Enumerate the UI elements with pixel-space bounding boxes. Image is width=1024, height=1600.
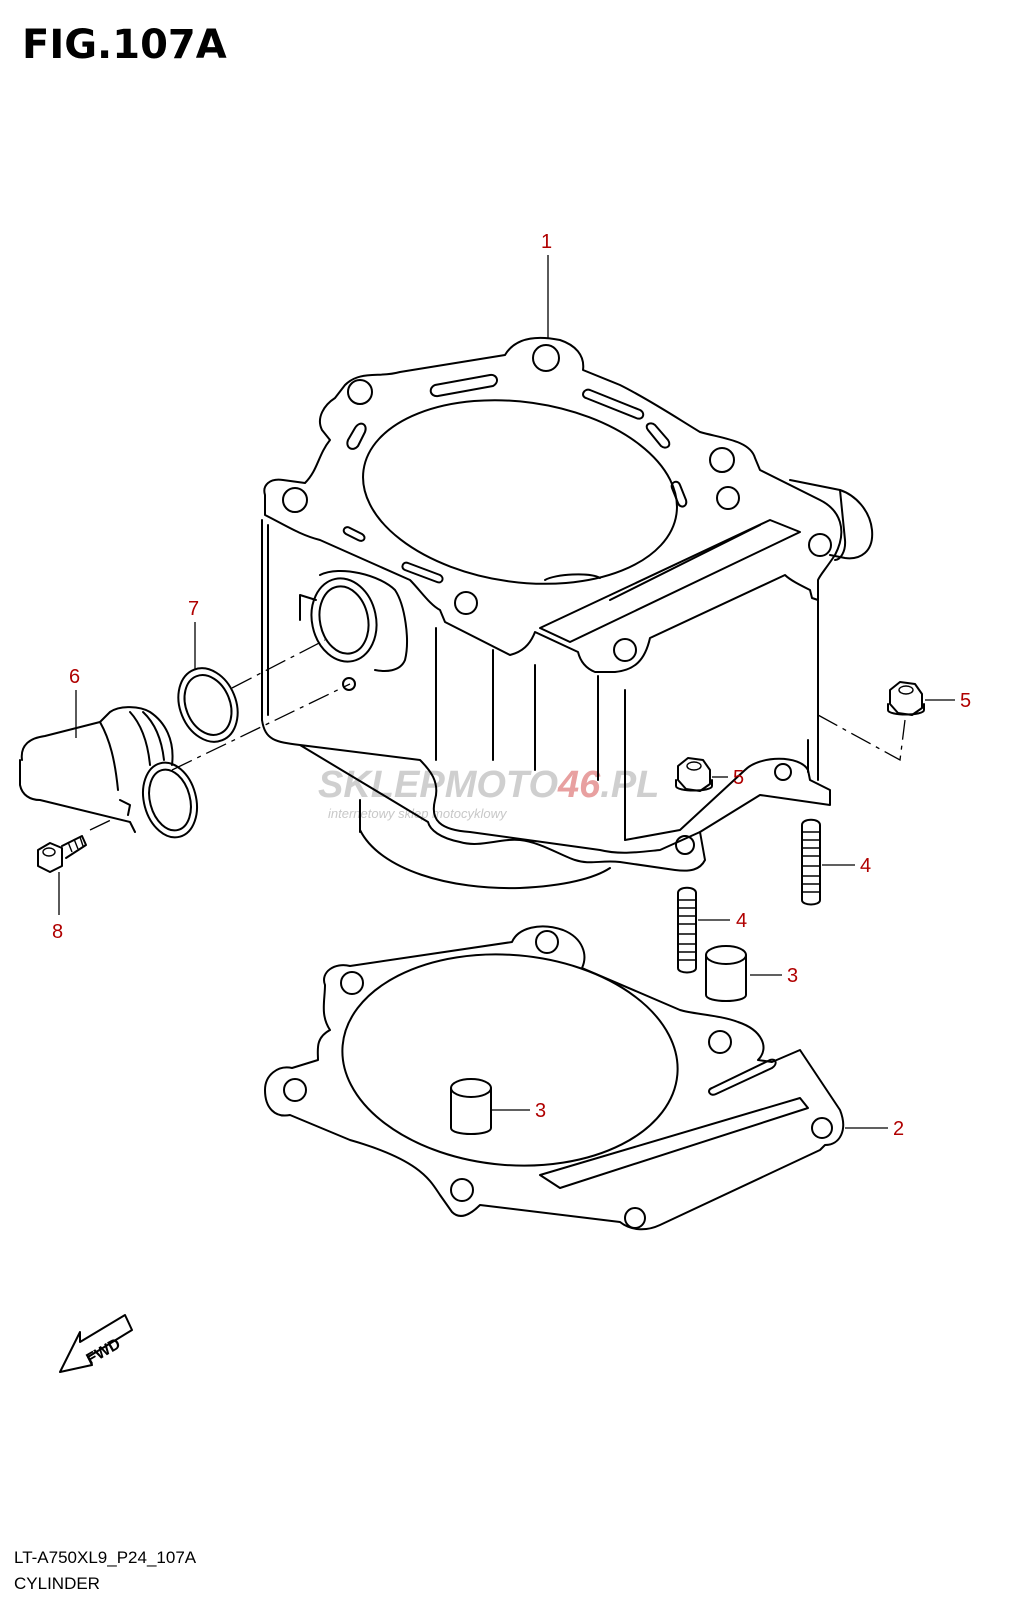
callout-2: 2 [893, 1118, 904, 1140]
dowel-pin-lower [450, 1078, 492, 1135]
callout-3-upper: 3 [787, 965, 798, 987]
cylinder-gasket [264, 925, 845, 1231]
callout-4-right: 4 [860, 855, 871, 877]
callout-5-right: 5 [960, 690, 971, 712]
fwd-label: FWD [84, 1335, 124, 1368]
watermark-brand-a: SKLEP [318, 764, 445, 806]
callout-8: 8 [52, 921, 63, 943]
stud-left [677, 886, 697, 974]
figure-title: FIG.107A [22, 22, 227, 68]
cylinder [261, 336, 874, 890]
callout-1: 1 [541, 231, 552, 253]
watermark-brand-c: 46 [557, 764, 601, 806]
callout-3-lower: 3 [535, 1100, 546, 1122]
svg-text:SKLEPMOTO46.PL: SKLEPMOTO46.PL [318, 764, 659, 806]
callout-leaders [58, 255, 955, 1129]
callout-5-center: 5 [733, 767, 744, 789]
callout-7: 7 [188, 598, 199, 620]
o-ring [177, 667, 239, 743]
assembly-alignment-lines [89, 639, 906, 831]
section-name-label: CYLINDER [14, 1574, 100, 1593]
model-code-label: LT-A750XL9_P24_107A [14, 1548, 197, 1567]
dowel-pin-upper [705, 945, 747, 1002]
watermark-brand-b: MOTO [445, 764, 558, 806]
callout-4-left: 4 [736, 910, 747, 932]
nut-right [887, 681, 925, 716]
stud-right [801, 818, 821, 906]
watermark-tagline: internetowy sklep motocyklowy [328, 806, 508, 821]
water-inlet-pipe [19, 706, 198, 839]
fwd-arrow-icon: FWD [59, 1314, 133, 1373]
flange-bolt [37, 835, 87, 873]
callout-6: 6 [69, 666, 80, 688]
nut-center [675, 757, 713, 792]
watermark-brand-d: .PL [600, 764, 659, 806]
watermark: SKLEPMOTO46.PL internetowy sklep motocyk… [318, 764, 659, 821]
